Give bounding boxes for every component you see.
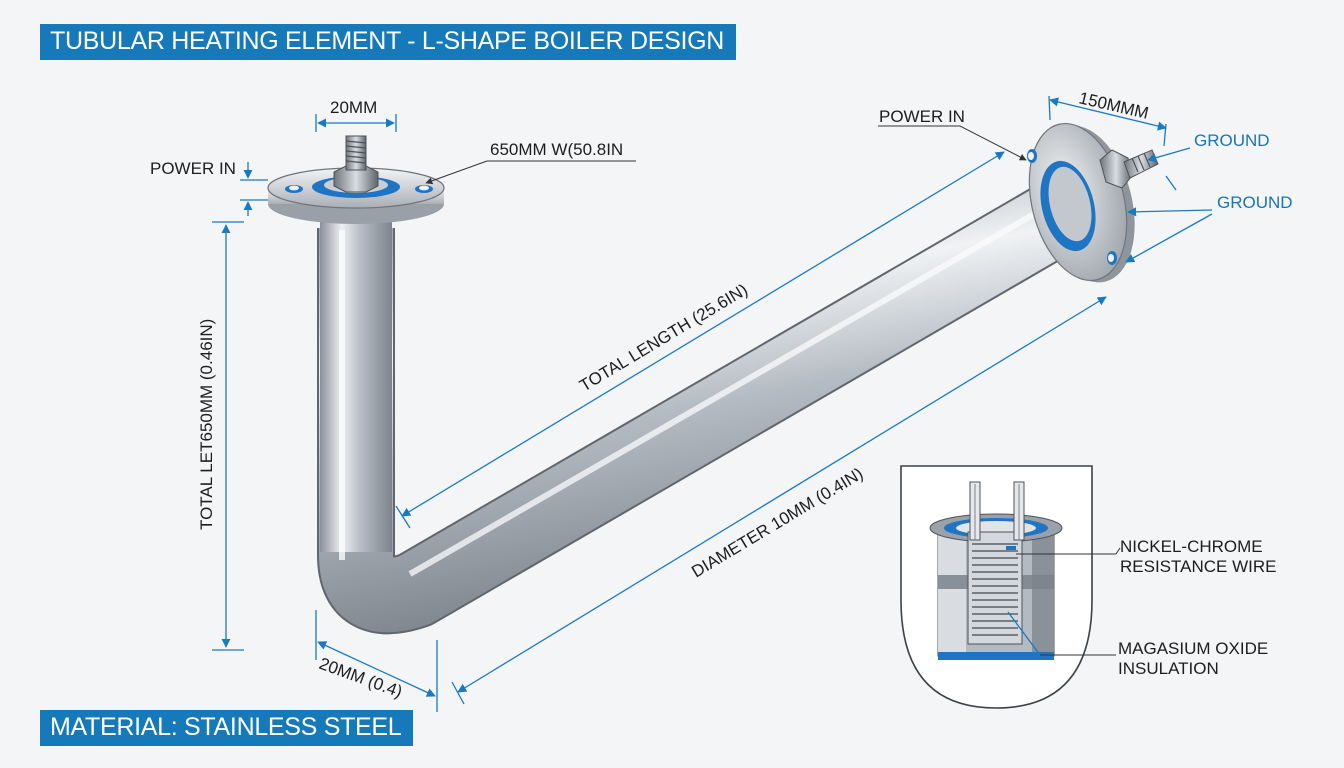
dim-bottom-width bbox=[315, 610, 438, 712]
dim-vertical-length bbox=[212, 221, 244, 651]
power-in-left-label: POWER IN bbox=[150, 159, 236, 178]
power-in-right-label: POWER IN bbox=[879, 107, 965, 126]
wire-label-line1: NICKEL-CHROME bbox=[1120, 537, 1263, 556]
insulation-label-line1: MAGASIUM OXIDE bbox=[1118, 639, 1268, 658]
top-callout-label: 650MM W(50.8IN bbox=[490, 140, 623, 159]
insulation-label-line2: INSULATION bbox=[1118, 659, 1219, 678]
leader-power-in-right bbox=[878, 125, 1027, 161]
diameter-label: DIAMETER 10MM (0.4IN) bbox=[688, 464, 866, 581]
leader-top-callout bbox=[425, 160, 636, 185]
leader-ground bbox=[1125, 147, 1213, 263]
dim-diameter bbox=[451, 296, 1107, 705]
top-flange-width-label: 20MM bbox=[330, 98, 377, 117]
ground-label-2: GROUND bbox=[1217, 193, 1293, 212]
vertical-length-label: TOTAL LET650MM (0.46IN) bbox=[197, 319, 216, 530]
dim-power-in-left bbox=[240, 162, 268, 216]
dim-right-flange bbox=[1048, 95, 1167, 147]
title-banner: TUBULAR HEATING ELEMENT - L-SHAPE BOILER… bbox=[40, 24, 737, 60]
ground-label-1: GROUND bbox=[1194, 131, 1270, 150]
leader-wire bbox=[1016, 547, 1121, 555]
top-terminal bbox=[333, 135, 379, 193]
material-banner: MATERIAL: STAINLESS STEEL bbox=[40, 710, 414, 746]
cross-section-inset bbox=[900, 465, 1093, 709]
right-terminal bbox=[1099, 149, 1159, 189]
right-flange-width-label: 150MMM bbox=[1077, 88, 1150, 122]
dim-top-flange bbox=[315, 114, 397, 132]
wire-label-line2: RESISTANCE WIRE bbox=[1120, 557, 1276, 576]
leader-insulation bbox=[1007, 611, 1116, 656]
